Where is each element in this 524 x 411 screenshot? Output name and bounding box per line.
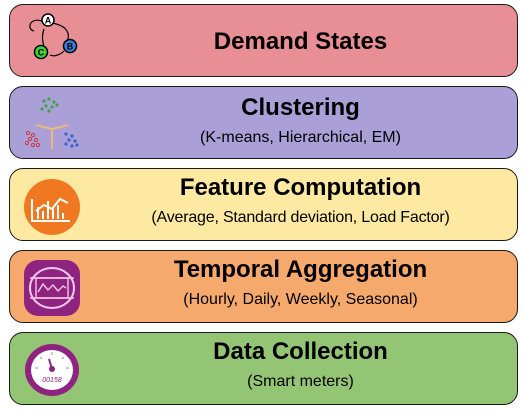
state-b-node xyxy=(62,38,78,54)
meter-reading: 00158 xyxy=(42,377,62,384)
layer-title: Feature Computation xyxy=(179,174,422,201)
layer-subtitle: (Smart meters) xyxy=(247,373,354,390)
layer-subtitle: (Hourly, Daily, Weekly, Seasonal) xyxy=(183,291,418,308)
layer-feature-computation: Feature Computation (Average, Standard d… xyxy=(9,168,518,241)
svg-text:A: A xyxy=(45,16,52,26)
layer-subtitle: (K-means, Hierarchical, EM) xyxy=(200,129,401,146)
layer-title: Demand States xyxy=(213,28,388,55)
svg-text:B: B xyxy=(67,42,74,52)
layer-demand-states: A B C Demand States xyxy=(9,4,518,77)
smart-meter-icon: 00158 xyxy=(25,344,79,396)
layer-title: Temporal Aggregation xyxy=(173,256,428,283)
layer-title: Clustering xyxy=(241,94,360,121)
bar-chart-icon xyxy=(24,179,80,235)
state-c-node xyxy=(33,44,49,60)
svg-text:C: C xyxy=(38,48,45,58)
layer-title: Data Collection xyxy=(213,338,388,365)
layer-data-collection: 00158 Data Collection (Smart meters) xyxy=(9,332,518,405)
cluster-scatter-icon xyxy=(24,97,79,149)
waveform-monitor-icon xyxy=(24,260,80,316)
state-machine-icon: A B C xyxy=(29,13,78,60)
layer-clustering: Clustering (K-means, Hierarchical, EM) xyxy=(9,86,518,159)
layer-subtitle: (Average, Standard deviation, Load Facto… xyxy=(151,209,450,226)
state-a-node xyxy=(41,13,55,27)
layer-temporal-aggregation: Temporal Aggregation (Hourly, Daily, Wee… xyxy=(9,250,518,323)
